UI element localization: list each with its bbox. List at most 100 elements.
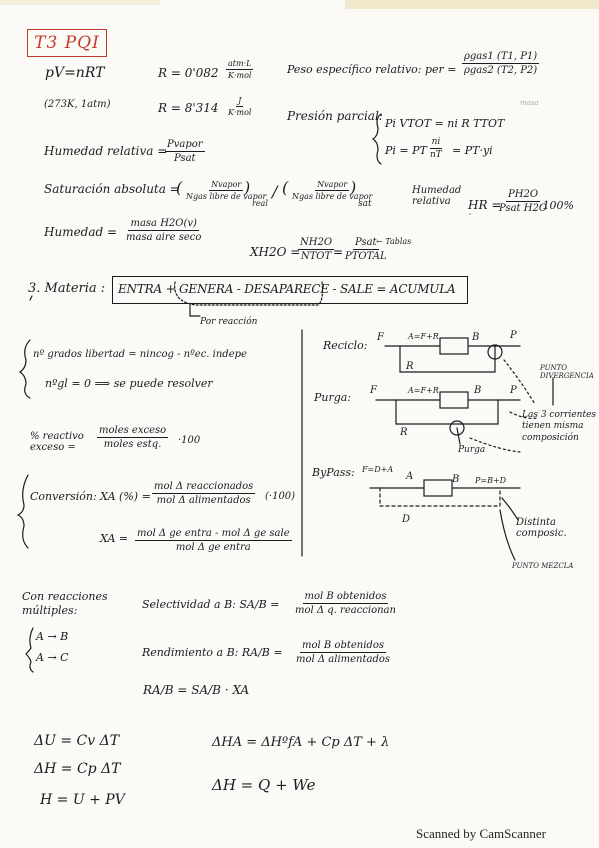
- ideal-gas-law: pV=nRT: [45, 65, 105, 81]
- humidity-fraction: masa H2O(v)masa aire seco: [126, 218, 202, 243]
- purge-out: [456, 427, 461, 445]
- recycle-P: P: [510, 330, 517, 341]
- reaction-note: Por reacción: [200, 317, 258, 327]
- abs-saturation-real-sub: real: [252, 199, 268, 208]
- normal-conditions: (273K, 1atm): [44, 99, 111, 110]
- page-title: T3 PQI: [27, 29, 107, 57]
- recycle-split-point: [487, 344, 503, 360]
- excess-label: % reactivo exceso =: [30, 431, 84, 453]
- conversion-label: Conversión: XA (%) =: [30, 490, 151, 503]
- purge-reactor: [439, 391, 469, 409]
- hr-label: Humedad relativa: [412, 185, 462, 207]
- gas-constant-2: R = 8'314: [158, 101, 219, 115]
- distinct-arrow: [501, 497, 519, 521]
- division-slash: /: [272, 182, 278, 201]
- purge-note-arrow-2: [469, 437, 521, 453]
- yield-label: Rendimiento a B: RA/B =: [142, 646, 283, 659]
- mezcla-arrow: [499, 509, 516, 561]
- energy-eq3: H = U + PV: [40, 792, 125, 808]
- partial-pressure-eq2-prefix: Pi = PT: [385, 144, 427, 157]
- recycle-A: A=F+R: [408, 332, 439, 341]
- reaction-pointer: [189, 304, 201, 317]
- tables-note: ← Tablas: [376, 237, 412, 246]
- specific-weight-label: Peso específico relativo: per =: [287, 63, 457, 76]
- bypass-feed: F=D+A: [362, 465, 394, 474]
- bypass-B: B: [452, 474, 460, 485]
- reaction-group-dashed: [174, 281, 324, 306]
- paper-edge-top: [345, 0, 599, 9]
- purge-split-point: [449, 420, 465, 436]
- molar-fraction-eq: =: [333, 245, 344, 259]
- recycle-feed: F: [377, 332, 384, 343]
- bypass-A: A: [406, 471, 414, 482]
- bypass-D: D: [402, 514, 411, 525]
- purge-R: R: [400, 427, 408, 438]
- recycle-B: B: [472, 332, 480, 343]
- recycle-reactor: [439, 337, 469, 355]
- paren-close-2: ): [350, 178, 357, 197]
- bypass-label: ByPass:: [312, 466, 355, 479]
- hr-suffix: ·100%: [539, 199, 574, 212]
- recycle-R: R: [406, 361, 414, 372]
- abs-saturation-label: Saturación absoluta =: [44, 182, 180, 196]
- punto-mezcla: PUNTO MEZCLA: [512, 562, 574, 570]
- same-composition-note: Las 3 corrientes tienen misma composició…: [522, 410, 597, 443]
- yield-relation: RA/B = SA/B · XA: [143, 683, 250, 697]
- degrees-condition: nºgl = 0 ⟹ se puede resolver: [45, 377, 213, 390]
- degrees-brace: [18, 339, 31, 399]
- multiple-reactions-label: Con reacciones múltiples:: [22, 590, 108, 617]
- scanner-footer: Scanned by CamScanner: [416, 826, 546, 841]
- energy-eq4: ΔHA = ΔHºfA + Cp ΔT + λ: [212, 735, 390, 750]
- paren-close: ): [244, 178, 251, 197]
- selectivity-label: Selectividad a B: SA/B =: [142, 598, 280, 611]
- paper-edge: [0, 0, 160, 5]
- specific-weight-note: masa: [520, 99, 539, 107]
- bypass-reactor: [423, 479, 453, 497]
- purge-loop: [395, 399, 499, 425]
- partial-pressure-brace: [371, 113, 382, 165]
- recycle-label: Reciclo:: [323, 339, 368, 352]
- excess-suffix: ·100: [178, 435, 201, 446]
- abs-saturation-sat-sub: sat: [358, 199, 372, 209]
- humidity-label: Humedad =: [44, 225, 118, 239]
- specific-weight-fraction: ρgas1 (T1, P1)ρgas2 (T2, P2): [462, 51, 540, 76]
- reaction-2: A → C: [36, 651, 69, 664]
- purge-label: Purga:: [314, 391, 352, 404]
- reactions-brace: [25, 627, 34, 673]
- degrees-of-freedom: nº grados libertad = nincog - nºec. inde…: [33, 349, 247, 360]
- paren-open-2: (: [282, 178, 289, 197]
- energy-eq2: ΔH = Cp ΔT: [34, 761, 121, 777]
- partial-pressure-eq1: Pi VTOT = ni R TTOT: [385, 117, 505, 130]
- xa-prefix: XA =: [100, 532, 129, 545]
- hr-prefix: HR =: [468, 198, 502, 212]
- purge-stream: Purga: [458, 445, 486, 455]
- conversion-suffix: (·100): [265, 491, 296, 502]
- molar-fraction-prefix: XH2O =: [250, 245, 301, 259]
- purge-P: P: [510, 385, 517, 396]
- punto-divergencia: PUNTO DIVERGENCIA: [540, 364, 594, 381]
- partial-pressure-eq2-suffix: = PT·yi: [452, 144, 493, 157]
- bypass-line: [379, 487, 501, 507]
- purge-feed: F: [370, 385, 377, 396]
- relative-humidity-label: Humedad relativa =: [44, 144, 168, 158]
- bypass-P: P=B+D: [475, 476, 507, 485]
- balance-box: [112, 276, 468, 304]
- balance-equation: ENTRA + GENERA - DESAPARECE - SALE = ACU…: [118, 282, 456, 296]
- energy-eq1: ΔU = Cv ΔT: [34, 733, 120, 749]
- distinct-composition-note: Distinta composic.: [516, 517, 567, 539]
